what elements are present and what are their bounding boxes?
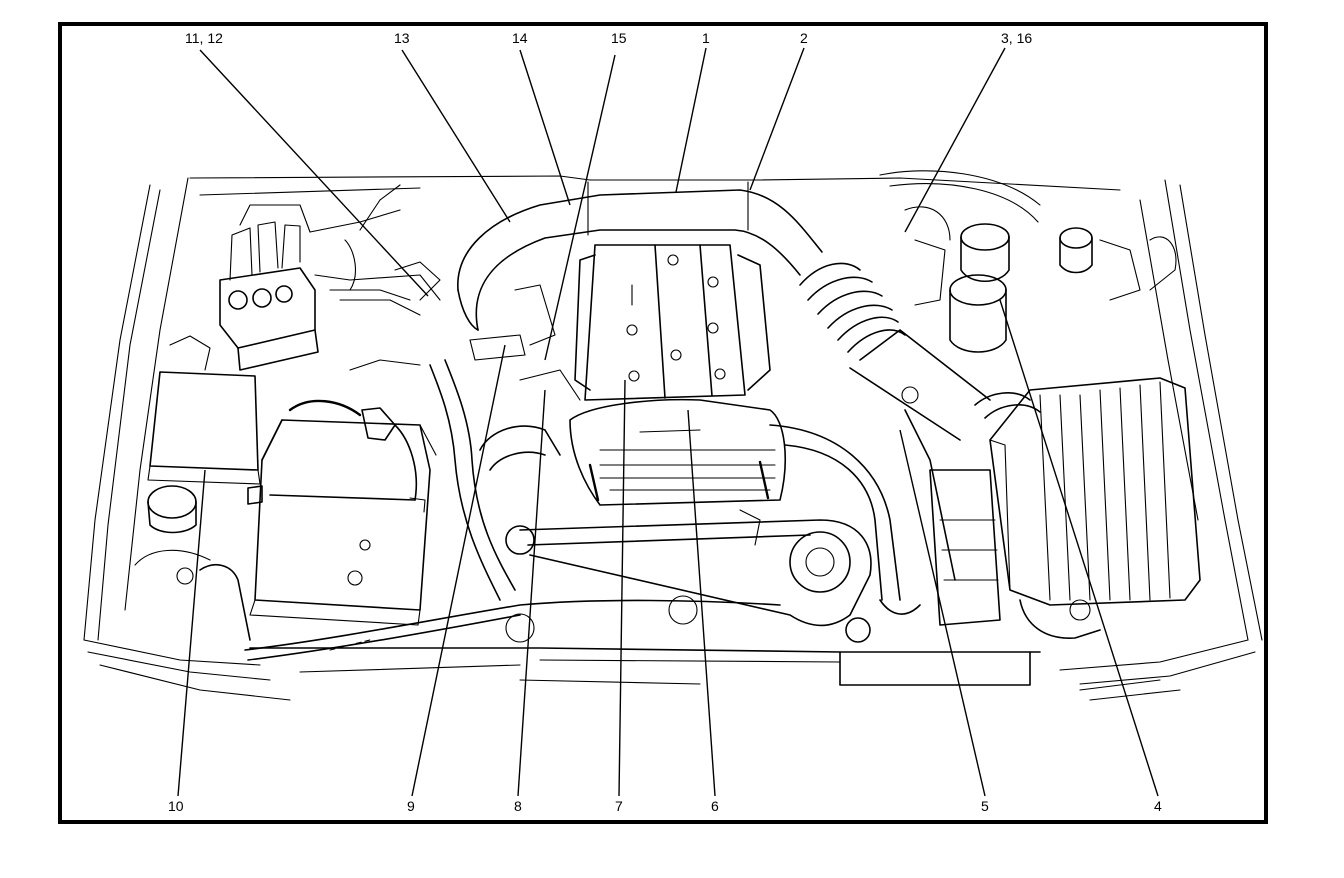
leader-14	[519, 49, 571, 206]
callout-5: 5	[981, 798, 989, 814]
leader-15	[544, 54, 616, 361]
leader-6	[687, 409, 716, 797]
left-hoses	[429, 284, 581, 601]
leader-11-12	[199, 49, 429, 297]
abs-modulator	[219, 204, 441, 371]
leader-5	[899, 429, 986, 797]
callout-10: 10	[168, 798, 184, 814]
intake-duct	[457, 179, 823, 331]
leader-7	[618, 379, 626, 797]
leader-9	[411, 344, 506, 797]
radiator-support	[249, 647, 1041, 686]
callout-4: 4	[1154, 798, 1162, 814]
leader-10	[177, 469, 206, 797]
front-cable	[199, 564, 781, 661]
engine-bay-drawing	[83, 170, 1263, 701]
intake-bellows	[799, 262, 1041, 441]
intake-plenum	[569, 398, 786, 506]
callout-11-12: 11, 12	[185, 30, 223, 46]
callout-labels: 11, 12 13 14 15 1 2 3, 16 10 9 8 7 6 5 4	[168, 30, 1162, 814]
battery	[247, 399, 437, 626]
leader-3-16	[904, 47, 1006, 233]
callout-2: 2	[800, 30, 808, 46]
right-fender	[1059, 179, 1263, 701]
callout-15: 15	[611, 30, 627, 46]
leader-8	[517, 389, 546, 797]
wiring-harness	[329, 184, 441, 651]
callout-8: 8	[514, 798, 522, 814]
leader-4	[999, 299, 1159, 797]
leader-13	[401, 49, 511, 223]
reservoir-cap	[134, 485, 211, 585]
diagram-frame	[58, 22, 1268, 824]
firewall	[189, 170, 1121, 223]
leader-1	[675, 47, 707, 193]
leader-2	[749, 47, 805, 191]
leader-lines	[177, 47, 1159, 797]
callout-7: 7	[615, 798, 623, 814]
left-fender	[83, 177, 291, 701]
callout-9: 9	[407, 798, 415, 814]
cam-cover	[574, 244, 771, 401]
callout-6: 6	[711, 798, 719, 814]
brake-booster	[904, 206, 1177, 353]
callout-1: 1	[702, 30, 710, 46]
right-hoses	[769, 386, 1001, 626]
callout-3-16: 3, 16	[1001, 30, 1032, 46]
callout-14: 14	[512, 30, 528, 46]
callout-13: 13	[394, 30, 410, 46]
belt-drive	[505, 509, 872, 643]
relay-box	[147, 335, 261, 485]
